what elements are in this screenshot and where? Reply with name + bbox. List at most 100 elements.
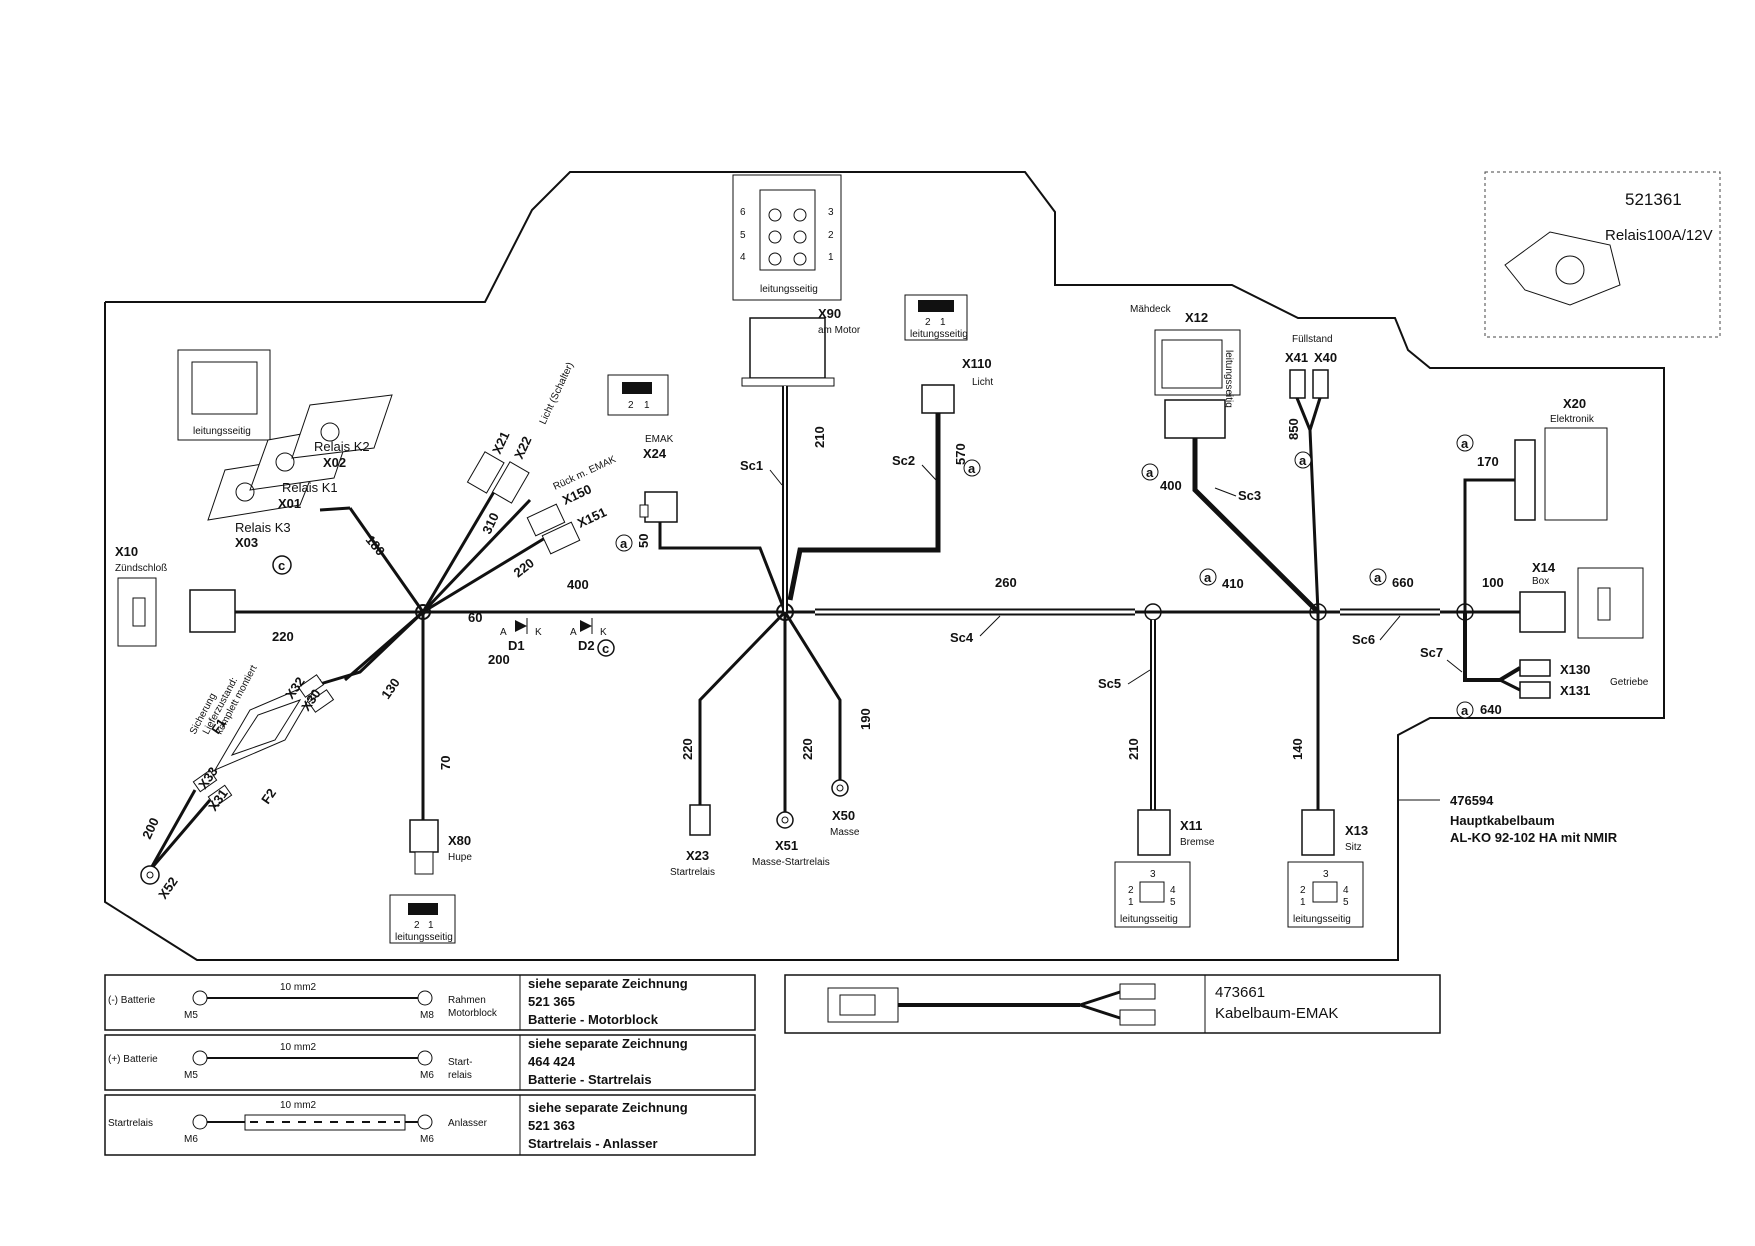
svg-text:473661: 473661 xyxy=(1215,984,1265,1001)
svg-text:X10: X10 xyxy=(115,544,138,559)
svg-text:6: 6 xyxy=(740,207,746,218)
svg-text:leitungsseitig: leitungsseitig xyxy=(1120,914,1178,925)
svg-text:Elektronik: Elektronik xyxy=(1550,414,1595,425)
svg-text:Relais K2: Relais K2 xyxy=(314,439,370,454)
svg-text:210: 210 xyxy=(1126,738,1141,760)
svg-text:Kabelbaum-EMAK: Kabelbaum-EMAK xyxy=(1215,1005,1338,1022)
svg-text:220: 220 xyxy=(272,629,294,644)
svg-text:Hupe: Hupe xyxy=(448,852,472,863)
svg-text:X02: X02 xyxy=(323,455,346,470)
svg-text:521 363: 521 363 xyxy=(528,1118,575,1133)
svg-text:siehe separate Zeichnung: siehe separate Zeichnung xyxy=(528,976,688,991)
svg-text:4: 4 xyxy=(740,252,746,263)
svg-text:1: 1 xyxy=(644,400,650,411)
a-markers: a a a a a a a a xyxy=(615,434,1474,719)
svg-text:Sc1: Sc1 xyxy=(740,458,763,473)
svg-text:X11: X11 xyxy=(1180,818,1202,833)
svg-text:210: 210 xyxy=(812,426,827,448)
svg-text:Füllstand: Füllstand xyxy=(1292,334,1333,345)
svg-text:Licht (Schalter): Licht (Schalter) xyxy=(538,361,576,427)
svg-text:Batterie - Startrelais: Batterie - Startrelais xyxy=(528,1072,652,1087)
svg-text:2: 2 xyxy=(628,400,634,411)
svg-text:X03: X03 xyxy=(235,535,258,550)
svg-text:5: 5 xyxy=(740,230,746,241)
svg-text:2: 2 xyxy=(1128,885,1134,896)
svg-text:A: A xyxy=(570,627,577,638)
svg-text:F2: F2 xyxy=(258,786,279,807)
svg-text:leitungsseitig: leitungsseitig xyxy=(1223,350,1234,408)
svg-text:a: a xyxy=(968,461,976,476)
svg-text:Licht: Licht xyxy=(972,377,993,388)
svg-text:50: 50 xyxy=(636,534,651,548)
svg-text:X80: X80 xyxy=(448,833,471,848)
svg-text:M8: M8 xyxy=(420,1010,434,1021)
connector-x12: leitungsseitig Mähdeck X12 xyxy=(1130,304,1320,614)
svg-text:Startrelais: Startrelais xyxy=(108,1118,153,1129)
svg-text:a: a xyxy=(1299,453,1307,468)
svg-text:Batterie - Motorblock: Batterie - Motorblock xyxy=(528,1012,659,1027)
svg-text:10 mm2: 10 mm2 xyxy=(280,1042,317,1053)
branches-node-b: X23 Startrelais X51 Masse-Startrelais X5… xyxy=(670,610,860,878)
svg-text:M5: M5 xyxy=(184,1010,198,1021)
svg-text:Sc2: Sc2 xyxy=(892,453,915,468)
harness-outline xyxy=(104,171,1665,961)
svg-text:400: 400 xyxy=(1160,478,1182,493)
svg-text:A: A xyxy=(500,627,507,638)
svg-text:M6: M6 xyxy=(420,1134,434,1145)
svg-text:X110: X110 xyxy=(962,356,992,371)
svg-text:Sc6: Sc6 xyxy=(1352,632,1375,647)
svg-text:X90: X90 xyxy=(818,306,841,321)
svg-text:570: 570 xyxy=(953,443,968,465)
connector-x10: X10 Zündschloß xyxy=(115,544,236,647)
svg-text:X51: X51 xyxy=(775,838,798,853)
svg-text:X22: X22 xyxy=(511,434,534,461)
svg-text:2: 2 xyxy=(1300,885,1306,896)
main-harness-title: 476594 Hauptkabelbaum AL-KO 92-102 HA mi… xyxy=(1398,793,1618,845)
svg-text:170: 170 xyxy=(1477,454,1499,469)
svg-text:10 mm2: 10 mm2 xyxy=(280,982,317,993)
svg-text:Hauptkabelbaum: Hauptkabelbaum xyxy=(1450,813,1555,828)
svg-text:400: 400 xyxy=(567,577,589,592)
svg-text:Zündschloß: Zündschloß xyxy=(115,563,167,574)
svg-text:K: K xyxy=(600,627,607,638)
svg-text:Mähdeck: Mähdeck xyxy=(1130,304,1172,315)
connector-x80: X80 Hupe 2 1 leitungsseitig xyxy=(389,819,472,944)
svg-text:Bremse: Bremse xyxy=(1180,837,1215,848)
svg-text:220: 220 xyxy=(800,738,815,760)
connector-x20: X20 Elektronik xyxy=(1463,396,1608,612)
svg-text:a: a xyxy=(1146,465,1154,480)
svg-text:521 365: 521 365 xyxy=(528,994,575,1009)
svg-text:c: c xyxy=(278,558,285,573)
svg-text:5: 5 xyxy=(1170,897,1176,908)
svg-text:D2: D2 xyxy=(578,638,595,653)
connector-x24: 2 1 EMAK X24 xyxy=(607,374,787,613)
svg-text:Relais K1: Relais K1 xyxy=(282,480,338,495)
svg-text:260: 260 xyxy=(995,575,1017,590)
svg-text:464 424: 464 424 xyxy=(528,1054,576,1069)
svg-text:K: K xyxy=(535,627,542,638)
svg-text:3: 3 xyxy=(828,207,834,218)
svg-text:1: 1 xyxy=(940,317,946,328)
svg-text:Startrelais - Anlasser: Startrelais - Anlasser xyxy=(528,1136,658,1151)
svg-text:leitungsseitig: leitungsseitig xyxy=(760,284,818,295)
svg-text:3: 3 xyxy=(1150,869,1156,880)
svg-text:a: a xyxy=(1461,436,1469,451)
svg-text:X14: X14 xyxy=(1532,560,1556,575)
svg-text:X50: X50 xyxy=(832,808,855,823)
svg-text:190: 190 xyxy=(858,708,873,730)
fuse-block: X32 X30 X33 X31 X52 F1 F2 Sicherung Lief… xyxy=(140,663,335,902)
svg-text:M5: M5 xyxy=(184,1070,198,1081)
svg-text:220: 220 xyxy=(511,555,537,580)
svg-text:Sc7: Sc7 xyxy=(1420,645,1443,660)
svg-text:M6: M6 xyxy=(184,1134,198,1145)
svg-text:1: 1 xyxy=(1300,897,1306,908)
svg-text:X151: X151 xyxy=(575,504,609,530)
svg-text:850: 850 xyxy=(1286,418,1301,440)
svg-text:Motorblock: Motorblock xyxy=(448,1008,498,1019)
svg-text:Sc3: Sc3 xyxy=(1238,488,1261,503)
svg-text:4: 4 xyxy=(1343,885,1349,896)
svg-text:a: a xyxy=(1204,570,1212,585)
svg-text:(-) Batterie: (-) Batterie xyxy=(108,995,156,1006)
